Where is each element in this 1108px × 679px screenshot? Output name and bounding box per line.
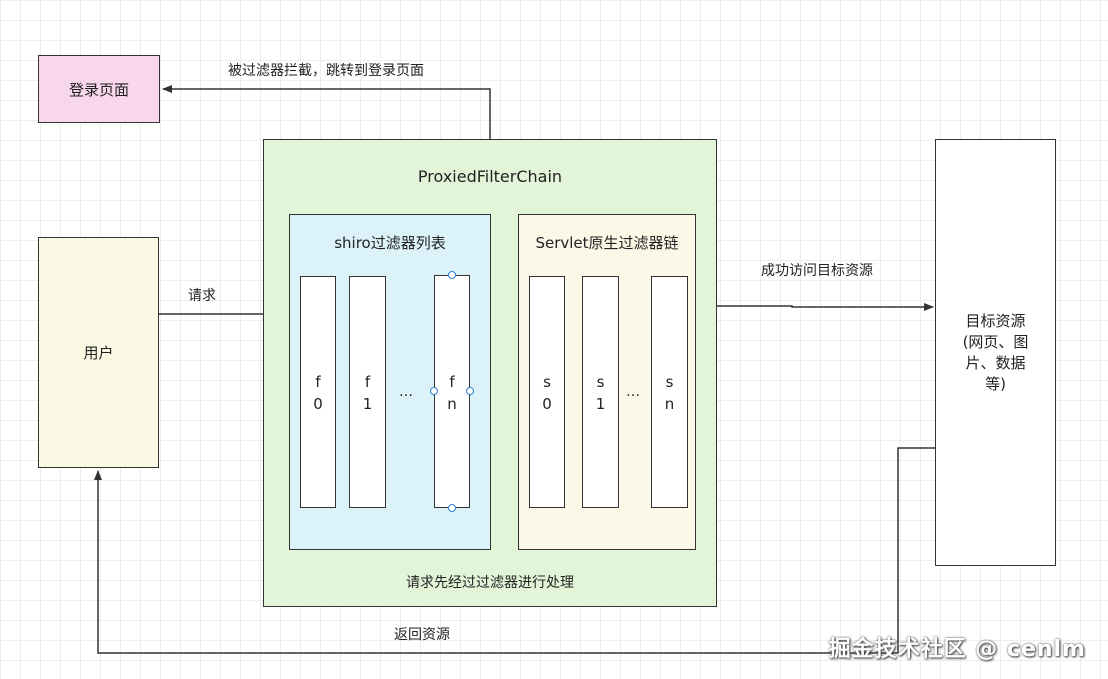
filter-s1: s 1 xyxy=(582,276,619,508)
selection-handle-right[interactable] xyxy=(466,387,474,395)
filter-sn-index: n xyxy=(664,395,675,413)
filter-f1-index: 1 xyxy=(362,395,373,413)
filter-sn-letter: s xyxy=(665,373,674,391)
login-page-label: 登录页面 xyxy=(68,80,129,99)
filter-f0-letter: f xyxy=(315,373,321,391)
filter-s0-letter: s xyxy=(543,373,551,391)
filter-f0-index: 0 xyxy=(313,395,323,413)
filter-s0: s 0 xyxy=(529,276,565,508)
user-node: 用户 xyxy=(38,237,159,468)
target-resource-node: 目标资源 (网页、图 片、数据 等) xyxy=(935,139,1056,566)
chain-title: ProxiedFilterChain xyxy=(417,167,563,186)
selection-handle-top[interactable] xyxy=(448,271,456,279)
intercept-arrow xyxy=(162,85,491,139)
filter-s1-index: 1 xyxy=(595,395,606,413)
login-page-node: 登录页面 xyxy=(38,55,160,123)
success-arrow xyxy=(688,303,934,311)
filter-sn: s n xyxy=(651,276,688,508)
intercept-label: 被过滤器拦截，跳转到登录页面 xyxy=(228,63,424,79)
return-arrow xyxy=(94,447,935,654)
chain-footer: 请求先经过过滤器进行处理 xyxy=(406,575,574,591)
target-label: 目标资源 (网页、图 片、数据 等) xyxy=(962,311,1029,393)
filter-fn: f n xyxy=(434,275,470,508)
filter-s0-index: 0 xyxy=(542,395,552,413)
filter-fn-index: n xyxy=(447,395,457,413)
request-label: 请求 xyxy=(188,288,216,304)
servlet-title: Servlet原生过滤器链 xyxy=(535,234,679,252)
shiro-ellipsis: … xyxy=(399,384,413,400)
return-label: 返回资源 xyxy=(394,627,450,643)
watermark: 掘金技术社区 @ cenlm xyxy=(828,637,1086,662)
shiro-title: shiro过滤器列表 xyxy=(334,234,446,252)
selection-handle-bottom[interactable] xyxy=(448,504,456,512)
filter-f0: f 0 xyxy=(300,276,336,508)
filter-f1-letter: f xyxy=(364,373,371,391)
success-label: 成功访问目标资源 xyxy=(761,263,873,279)
filter-s1-letter: s xyxy=(596,373,605,391)
servlet-ellipsis: … xyxy=(626,384,640,400)
filter-fn-letter: f xyxy=(449,373,455,391)
selection-handle-left[interactable] xyxy=(430,387,438,395)
user-label: 用户 xyxy=(83,344,114,362)
filter-f1: f 1 xyxy=(349,276,386,508)
